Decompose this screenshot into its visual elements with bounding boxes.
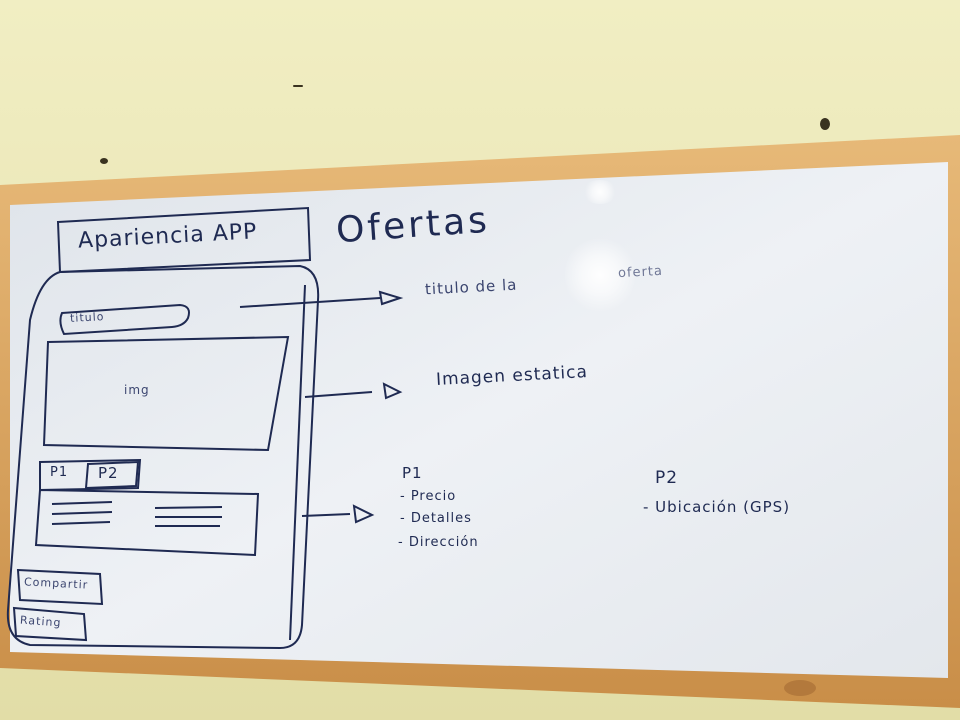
mockup-share-button-label: Compartir xyxy=(23,575,89,592)
p1-item-address: - Dirección xyxy=(398,535,479,550)
mockup-text-lines xyxy=(51,501,223,527)
mockup-image-label: img xyxy=(124,383,150,397)
mockup-image-box xyxy=(42,335,290,452)
mockup-tab-2-box xyxy=(84,460,140,490)
arrow-title xyxy=(239,290,404,308)
mockup-tab-strip xyxy=(39,458,142,492)
wood-knot xyxy=(784,680,816,696)
annotation-title-tail: oferta xyxy=(617,263,664,282)
p2-heading: P2 xyxy=(655,468,679,488)
phone-inner-edge xyxy=(289,284,306,641)
mockup-tab-2-label: P2 xyxy=(98,464,119,482)
mockup-share-button-box xyxy=(16,568,104,606)
mockup-tab-1-label: P1 xyxy=(50,465,69,480)
phone-outline xyxy=(6,264,320,650)
board-surface xyxy=(10,162,948,678)
p1-item-price: - Precio xyxy=(400,489,457,504)
mockup-details-box xyxy=(34,488,260,557)
mockup-rating-button-label: Rating xyxy=(19,613,62,630)
p2-item-location: - Ubicación (GPS) xyxy=(643,498,791,516)
arrow-details xyxy=(301,504,375,524)
mockup-title-field xyxy=(59,303,190,336)
mockup-title-field-label: titulo xyxy=(69,310,105,325)
wall-mark xyxy=(820,118,830,130)
light-glare xyxy=(565,235,635,315)
arrow-image xyxy=(304,382,403,400)
p1-heading: P1 xyxy=(402,464,423,482)
mockup-rating-button-box xyxy=(12,606,88,642)
light-glare-small xyxy=(582,180,618,204)
header-box xyxy=(56,206,312,274)
wall-mark xyxy=(100,158,108,164)
p1-item-details: - Detalles xyxy=(400,511,472,526)
wall-mark xyxy=(293,85,303,87)
